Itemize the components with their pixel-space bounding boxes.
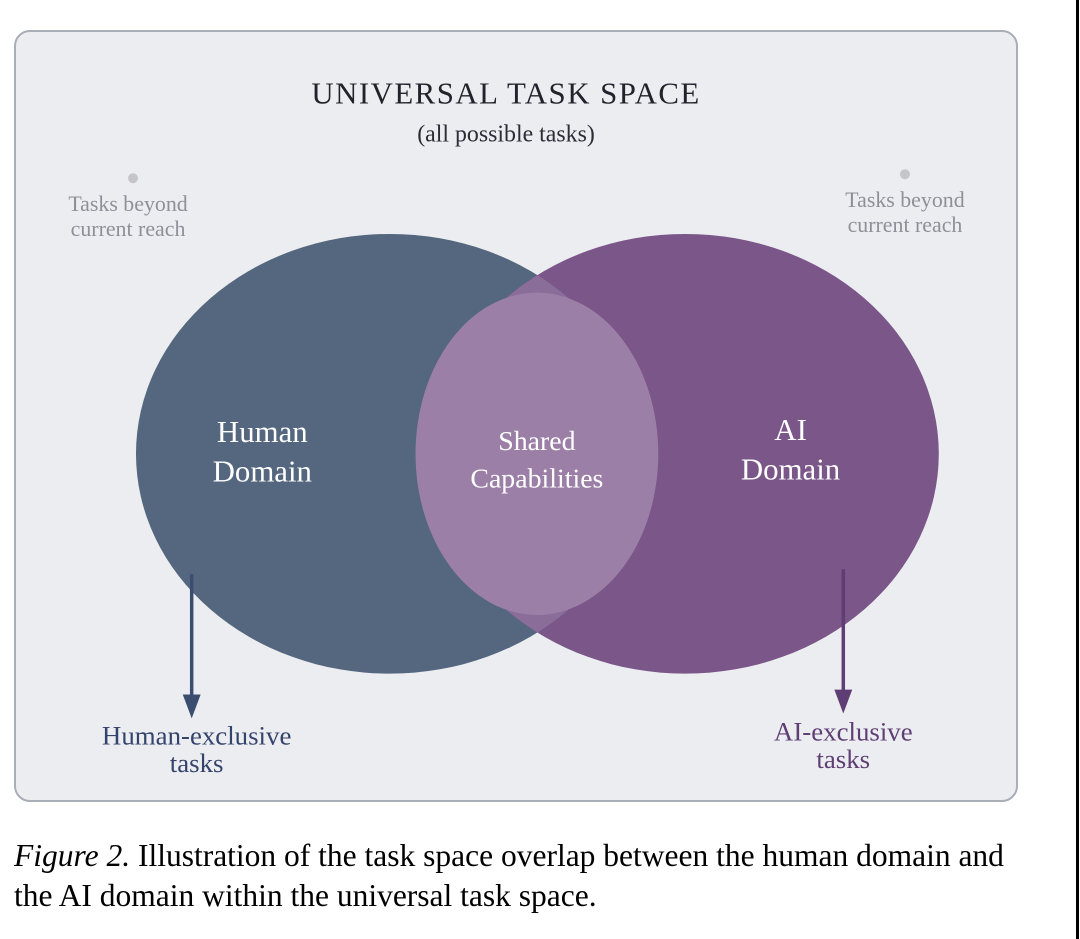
beyond-reach-dot-left <box>128 173 138 184</box>
beyond-reach-label-left-line1: Tasks beyond <box>68 192 187 216</box>
beyond-reach-label-left-line2: current reach <box>71 217 186 241</box>
diagram-subtitle: (all possible tasks) <box>417 121 595 147</box>
figure-caption-text: Illustration of the task space overlap b… <box>14 838 1004 913</box>
shared-capabilities-label-line2: Capabilities <box>470 464 603 495</box>
universal-task-space-panel: UNIVERSAL TASK SPACE (all possible tasks… <box>14 30 1018 802</box>
shared-capabilities-label-line1: Shared <box>498 426 575 457</box>
ai-exclusive-label-line1: AI-exclusive <box>774 716 913 746</box>
human-domain-label-line1: Human <box>217 415 308 449</box>
human-domain-label-line2: Domain <box>213 455 312 489</box>
ai-domain-label-line2: Domain <box>741 453 840 487</box>
diagram-title: UNIVERSAL TASK SPACE <box>311 77 700 111</box>
ai-domain-label-line1: AI <box>774 413 807 447</box>
beyond-reach-dot-right <box>900 169 910 180</box>
overlap-inner-ellipse <box>415 292 659 615</box>
page-column-rule <box>1076 0 1079 939</box>
beyond-reach-label-right-line1: Tasks beyond <box>845 188 964 212</box>
figure-caption-label: Figure 2. <box>14 838 131 873</box>
figure-caption: Figure 2. Illustration of the task space… <box>14 836 1028 915</box>
human-exclusive-label-line1: Human-exclusive <box>102 720 291 750</box>
venn-diagram: UNIVERSAL TASK SPACE (all possible tasks… <box>68 77 964 779</box>
ai-exclusive-label-line2: tasks <box>816 744 870 774</box>
human-exclusive-label-line2: tasks <box>170 748 224 778</box>
human-exclusive-arrowhead-icon <box>182 694 201 719</box>
ai-exclusive-arrowhead-icon <box>834 689 853 714</box>
beyond-reach-label-right-line2: current reach <box>848 213 963 237</box>
